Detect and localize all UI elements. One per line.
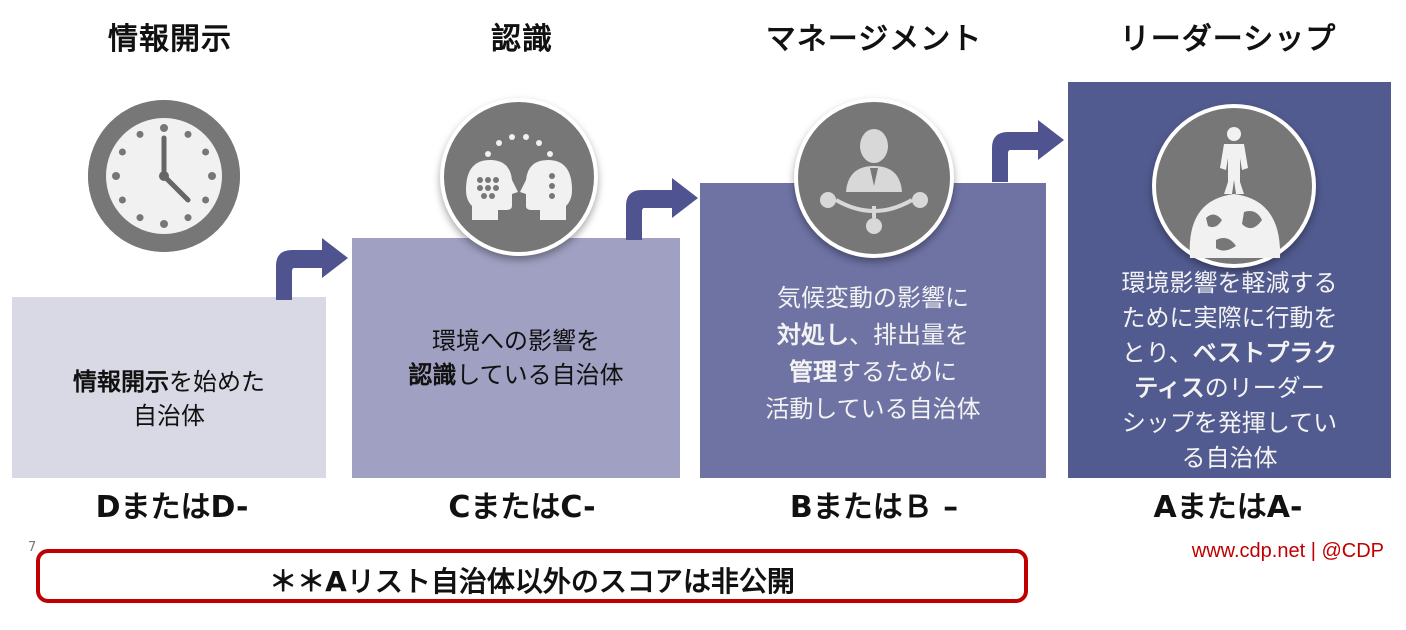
step-arrow-3 bbox=[992, 120, 1064, 182]
desc-line: る自治体 bbox=[1068, 441, 1391, 476]
step-arrow-2 bbox=[626, 178, 698, 240]
desc-run: る自治体 bbox=[1181, 444, 1278, 472]
score-disclosure: DまたはD- bbox=[95, 490, 249, 525]
score-awareness: CまたはC- bbox=[448, 490, 596, 525]
desc-line: 環境影響を軽減する bbox=[1068, 266, 1391, 301]
desc-run: とり、 bbox=[1121, 339, 1193, 367]
desc-run: 環境影響を軽減する bbox=[1121, 269, 1338, 297]
clock-icon-circle bbox=[88, 100, 240, 252]
step-box-disclosure: 情報開示を始めた自治体 bbox=[12, 297, 326, 478]
person-on-globe-icon-circle bbox=[1152, 104, 1316, 268]
desc-line: 管理するために bbox=[700, 354, 1046, 391]
desc-bold-run: 認識 bbox=[408, 361, 457, 389]
desc-run: 自治体 bbox=[133, 402, 205, 430]
desc-line: 対処し、排出量を bbox=[700, 317, 1046, 354]
desc-line: とり、ベストプラク bbox=[1068, 336, 1391, 371]
desc-run: 気候変動の影響に bbox=[777, 284, 969, 312]
page-number: 7 bbox=[28, 540, 37, 555]
stage-title-management: マネージメント bbox=[765, 22, 983, 57]
desc-line: 情報開示を始めた bbox=[12, 365, 326, 399]
stage-title-disclosure: 情報開示 bbox=[108, 22, 232, 57]
desc-line: 気候変動の影響に bbox=[700, 280, 1046, 317]
notice-box: ＊＊Aリスト自治体以外のスコアは非公開 bbox=[36, 549, 1028, 603]
step-desc-management: 気候変動の影響に対処し、排出量を管理するために活動している自治体 bbox=[700, 280, 1046, 428]
desc-run: を始めた bbox=[169, 368, 265, 396]
step-desc-disclosure: 情報開示を始めた自治体 bbox=[12, 365, 326, 433]
desc-run: 、排出量を bbox=[849, 321, 969, 349]
score-leadership: AまたはA- bbox=[1153, 490, 1303, 525]
desc-run: のリーダー bbox=[1204, 374, 1325, 402]
person-on-globe-icon bbox=[1189, 127, 1281, 258]
desc-run: ために実際に行動を bbox=[1121, 304, 1338, 332]
desc-run: シップを発揮してい bbox=[1121, 409, 1338, 437]
footer-link[interactable]: www.cdp.net | @CDP bbox=[1191, 540, 1384, 562]
desc-line: シップを発揮してい bbox=[1068, 406, 1391, 441]
score-management: BまたはＢ – bbox=[789, 490, 959, 525]
desc-line: ために実際に行動を bbox=[1068, 301, 1391, 336]
desc-line: ティスのリーダー bbox=[1068, 371, 1391, 406]
desc-run: 環境への影響を bbox=[432, 327, 600, 355]
step-arrow-1 bbox=[276, 238, 348, 300]
manager-network-icon-circle bbox=[794, 98, 954, 258]
stage-title-leadership: リーダーシップ bbox=[1119, 22, 1337, 57]
step-desc-leadership: 環境影響を軽減するために実際に行動をとり、ベストプラクティスのリーダーシップを発… bbox=[1068, 266, 1391, 476]
manager-network-icon bbox=[820, 129, 928, 234]
two-heads-icon-circle bbox=[440, 98, 598, 256]
desc-bold-run: 管理 bbox=[789, 358, 837, 386]
step-desc-awareness: 環境への影響を認識している自治体 bbox=[352, 324, 680, 392]
stage-title-awareness: 認識 bbox=[491, 22, 553, 57]
notice-text: ＊＊Aリスト自治体以外のスコアは非公開 bbox=[269, 565, 795, 598]
desc-line: 環境への影響を bbox=[352, 324, 680, 358]
desc-line: 活動している自治体 bbox=[700, 391, 1046, 428]
step-box-awareness: 環境への影響を認識している自治体 bbox=[352, 238, 680, 478]
desc-run: している自治体 bbox=[456, 361, 624, 389]
two-heads-icon bbox=[466, 134, 572, 220]
desc-line: 認識している自治体 bbox=[352, 358, 680, 392]
desc-bold-run: 対処し bbox=[777, 321, 849, 349]
desc-run: するために bbox=[837, 358, 957, 386]
desc-bold-run: ティス bbox=[1134, 374, 1205, 402]
desc-line: 自治体 bbox=[12, 399, 326, 433]
desc-run: 活動している自治体 bbox=[765, 395, 981, 423]
clock-icon bbox=[88, 100, 240, 252]
desc-bold-run: ベストプラク bbox=[1192, 339, 1338, 367]
desc-bold-run: 情報開示 bbox=[73, 368, 169, 396]
